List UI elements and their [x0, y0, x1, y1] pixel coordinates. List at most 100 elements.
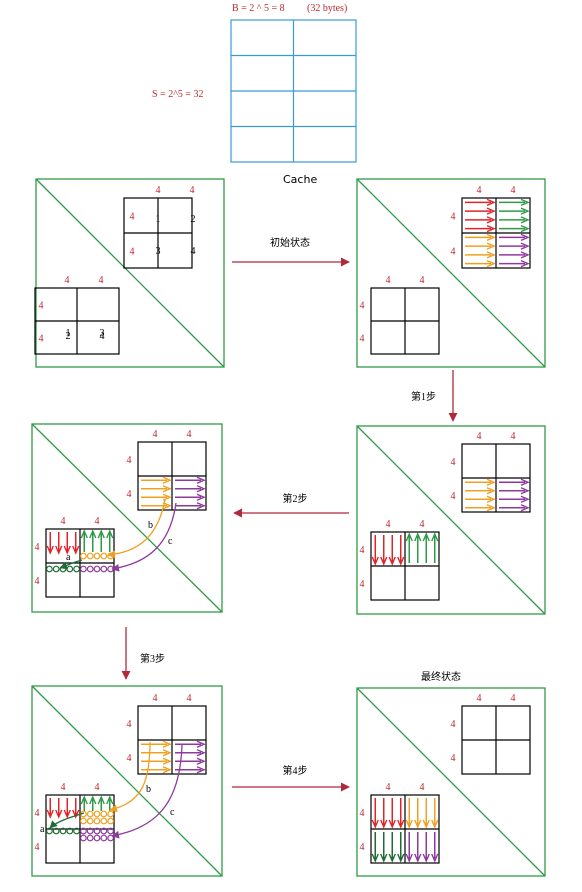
svg-text:4: 4	[100, 331, 105, 342]
svg-text:3: 3	[100, 328, 105, 339]
svg-text:2: 2	[191, 214, 196, 225]
cell-numbers: 1 2 3 4 1 3 2 4	[66, 214, 196, 342]
arrows-purple-step2	[175, 476, 206, 510]
dim-label-cols: 4	[190, 185, 195, 196]
curve-label-c: c	[170, 807, 175, 818]
dim-label-rows: 4	[451, 491, 456, 502]
block-grids	[34, 197, 531, 864]
panel-step1-state	[356, 425, 546, 615]
dim-label-rows: 4	[451, 247, 456, 258]
circles-orange-step3	[79, 810, 114, 825]
svg-text:2: 2	[66, 331, 71, 342]
label-step2: 第2步	[283, 492, 308, 505]
dim-label-cols: 4	[420, 782, 425, 793]
label-step3: 第3步	[140, 652, 165, 665]
dim-label-cols: 4	[153, 693, 158, 704]
dim-label-rows: 4	[360, 301, 365, 312]
dim-label-cols: 4	[61, 516, 66, 527]
curve-label-b: b	[148, 520, 153, 531]
arrows-orange-step3	[141, 740, 172, 774]
dim-label-rows: 4	[35, 576, 40, 587]
panel-final-state	[356, 687, 546, 877]
dim-label-rows: 4	[360, 808, 365, 819]
label-final: 最终状态	[421, 670, 461, 683]
cache-label: Cache	[283, 173, 317, 186]
label-step1: 第1步	[411, 390, 436, 403]
matrix-b-step2	[45, 528, 115, 598]
dim-label-cols: 4	[511, 431, 516, 442]
dimension-labels: 4 4 4 4 4 4 4 4 4 4 4 4 4 4 4 4 4 4 4 4 4 4 4 4 4 4 4 4 4 4 4 4 4 4 4 4 4 4 4 4…	[35, 185, 516, 853]
block-bytes: (32 bytes)	[307, 3, 347, 14]
block-formula: B = 2 ^ 5 = 8	[232, 3, 285, 14]
circles-purple-step2	[79, 565, 114, 573]
transfer-curves-step2: b c a	[59, 499, 177, 572]
dim-label-cols: 4	[153, 429, 158, 440]
dim-label-cols: 4	[61, 782, 66, 793]
matrix-a-original	[123, 197, 193, 269]
dim-label-cols: 4	[95, 516, 100, 527]
sets-formula: S = 2^5 = 32	[152, 89, 204, 100]
panel-initial-state	[356, 178, 546, 368]
arrows-orange-initial	[465, 233, 496, 268]
dim-label-rows: 4	[35, 542, 40, 553]
arrows-purple-step3	[175, 740, 206, 774]
dim-label-cols: 4	[65, 275, 70, 286]
arrows-red-step1	[371, 535, 405, 566]
arrows-green-step1	[405, 532, 439, 563]
dim-label-cols: 4	[420, 519, 425, 530]
matrix-b-step1	[370, 531, 440, 601]
matrix-b-original	[34, 287, 120, 355]
arrows-red-final	[371, 798, 405, 829]
dim-label-rows: 4	[451, 753, 456, 764]
arrows-purple-final	[405, 832, 439, 863]
dim-label-rows: 4	[127, 753, 132, 764]
dim-label-rows: 4	[360, 334, 365, 345]
svg-text:1: 1	[156, 214, 161, 225]
dim-label-rows: 4	[39, 334, 44, 345]
dim-label-cols: 4	[187, 693, 192, 704]
dim-label-cols: 4	[187, 429, 192, 440]
cache-block: B = 2 ^ 5 = 8 (32 bytes) S = 2^5 = 32 Ca…	[152, 3, 357, 186]
circles-purple-step3	[79, 827, 114, 842]
dim-label-rows: 4	[35, 842, 40, 853]
svg-text:4: 4	[191, 246, 196, 257]
dim-label-rows: 4	[130, 212, 135, 223]
matrix-a-final	[461, 705, 531, 775]
arrows-purple-initial	[499, 233, 530, 268]
arrows-red-step2	[46, 532, 80, 555]
dim-label-cols: 4	[477, 693, 482, 704]
dim-label-rows: 4	[39, 301, 44, 312]
transition-arrows: 初始状态 第1步 第2步 第3步 第4步 最终状态	[121, 236, 461, 792]
panel-step2-state	[31, 423, 223, 613]
dim-label-cols: 4	[386, 519, 391, 530]
dim-label-rows: 4	[360, 579, 365, 590]
dim-label-cols: 4	[99, 275, 104, 286]
matrix-b-initial	[370, 287, 440, 355]
curve-label-b: b	[146, 784, 151, 795]
dim-label-rows: 4	[130, 247, 135, 258]
transfer-curves-step3: b c a	[40, 741, 183, 839]
curve-label-a: a	[40, 824, 45, 835]
dim-label-rows: 4	[127, 455, 132, 466]
dim-label-rows: 4	[127, 719, 132, 730]
cache-line-patterns	[46, 198, 530, 863]
arrows-orange-step2	[141, 476, 172, 510]
arrows-red-step3	[46, 798, 80, 819]
dim-label-cols: 4	[386, 782, 391, 793]
arrows-green-step2	[80, 529, 114, 552]
dim-label-cols: 4	[95, 782, 100, 793]
dim-label-cols: 4	[477, 185, 482, 196]
svg-text:1: 1	[66, 328, 71, 339]
dim-label-cols: 4	[511, 693, 516, 704]
circles-green-step3	[46, 827, 80, 835]
dim-label-cols: 4	[477, 431, 482, 442]
label-step4: 第4步	[283, 764, 308, 777]
svg-text:3: 3	[156, 246, 161, 257]
dim-label-cols: 4	[156, 185, 161, 196]
dim-label-rows: 4	[451, 719, 456, 730]
arrows-green-initial	[499, 198, 530, 233]
panel-step3-state	[31, 685, 223, 877]
arrows-purple-step1	[499, 478, 530, 512]
matrix-a-step1	[461, 443, 531, 513]
